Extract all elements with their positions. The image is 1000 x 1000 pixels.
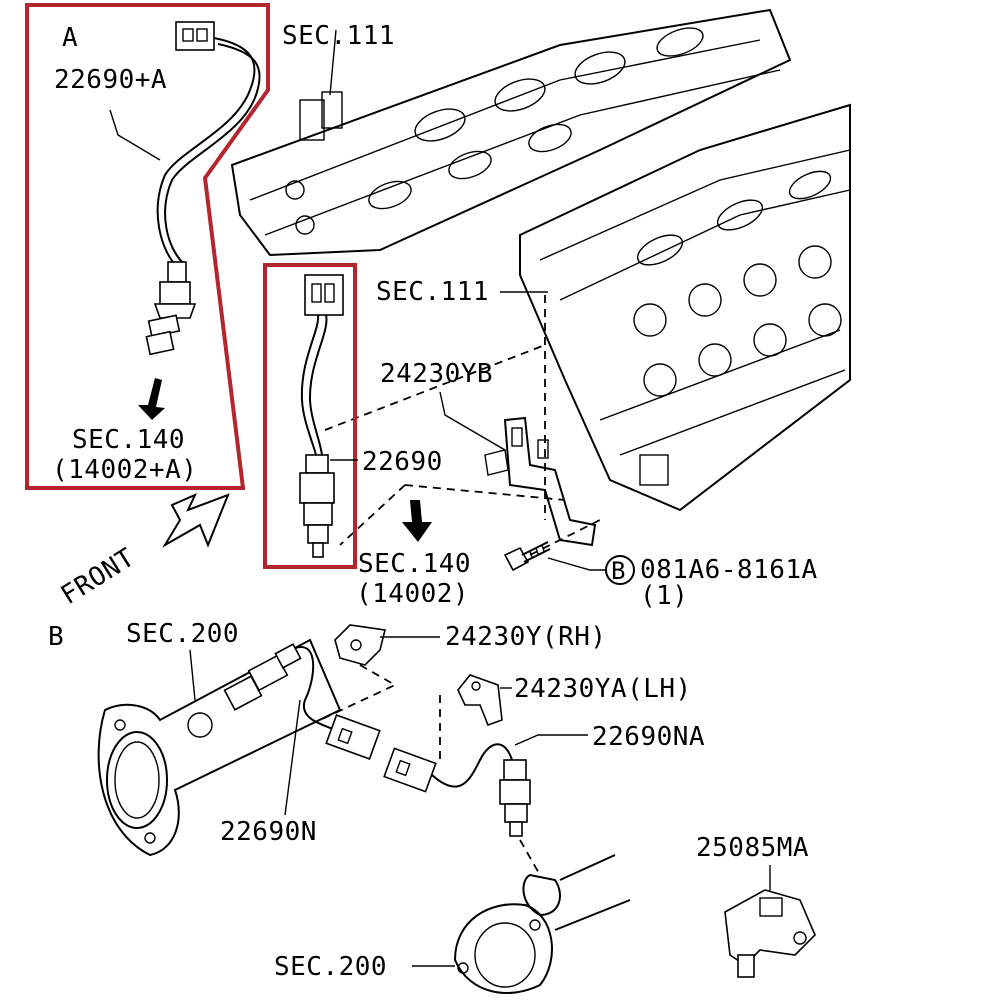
exhaust-flange-right [453,854,631,994]
label-sec200-bottom: SEC.200 [274,952,387,982]
label-sec111-top: SEC.111 [282,21,395,51]
label-24230yb: 24230YB [380,359,493,389]
bracket-24230yb [484,416,597,547]
cylinder-head-upper [230,8,792,257]
label-24230ya-lh: 24230YA(LH) [514,674,692,704]
oxygen-sensor-22690n [223,643,381,760]
connector-a [175,21,215,51]
cylinder-head-lower [519,103,851,512]
oxygen-sensor-22690 [299,454,335,558]
label-bolt-symbol: B [611,557,625,585]
label-25085ma: 25085MA [696,833,809,863]
label-22690: 22690 [362,447,443,477]
assembly-lines-upper [324,295,601,556]
arrow-down-icon [138,378,165,420]
sensor-22690-highlight [263,263,357,569]
label-sec140-a: SEC.140 [72,425,185,455]
bolt-081a6 [503,541,551,572]
view-b-label: B [48,622,64,652]
label-24230y-rh: 24230Y(RH) [445,622,607,652]
exhaust-flange-left [97,638,342,857]
view-a-label: A [62,23,78,53]
view-a-group: A 22690+A SEC.140 (14002+A) [25,3,270,490]
label-sec140-ref: (14002) [356,579,469,609]
oxygen-sensor-a [145,261,197,356]
label-bolt-qty: (1) [640,581,688,611]
label-sec200-top: SEC.200 [126,619,239,649]
knock-sensor-25085ma [724,889,816,978]
sensor-22690-group [263,263,357,569]
connector-22690 [304,274,344,316]
view-a-highlight [25,3,270,490]
label-front: FRONT [56,543,140,611]
front-direction: FRONT [56,493,230,611]
clip-24230ya [457,674,503,727]
label-sec140-a-ref: (14002+A) [52,455,197,485]
clip-24230y [334,624,386,666]
arrow-down-icon [402,500,432,542]
label-sec111-mid: SEC.111 [376,277,489,307]
label-22690na: 22690NA [592,722,705,752]
label-22690-a: 22690+A [54,65,167,95]
label-sec140: SEC.140 [358,549,471,579]
label-bolt-part: 081A6-8161A [640,555,818,585]
front-arrow-icon [162,493,230,548]
label-22690n: 22690N [220,817,317,847]
oxygen-sensor-22690na [383,743,531,837]
